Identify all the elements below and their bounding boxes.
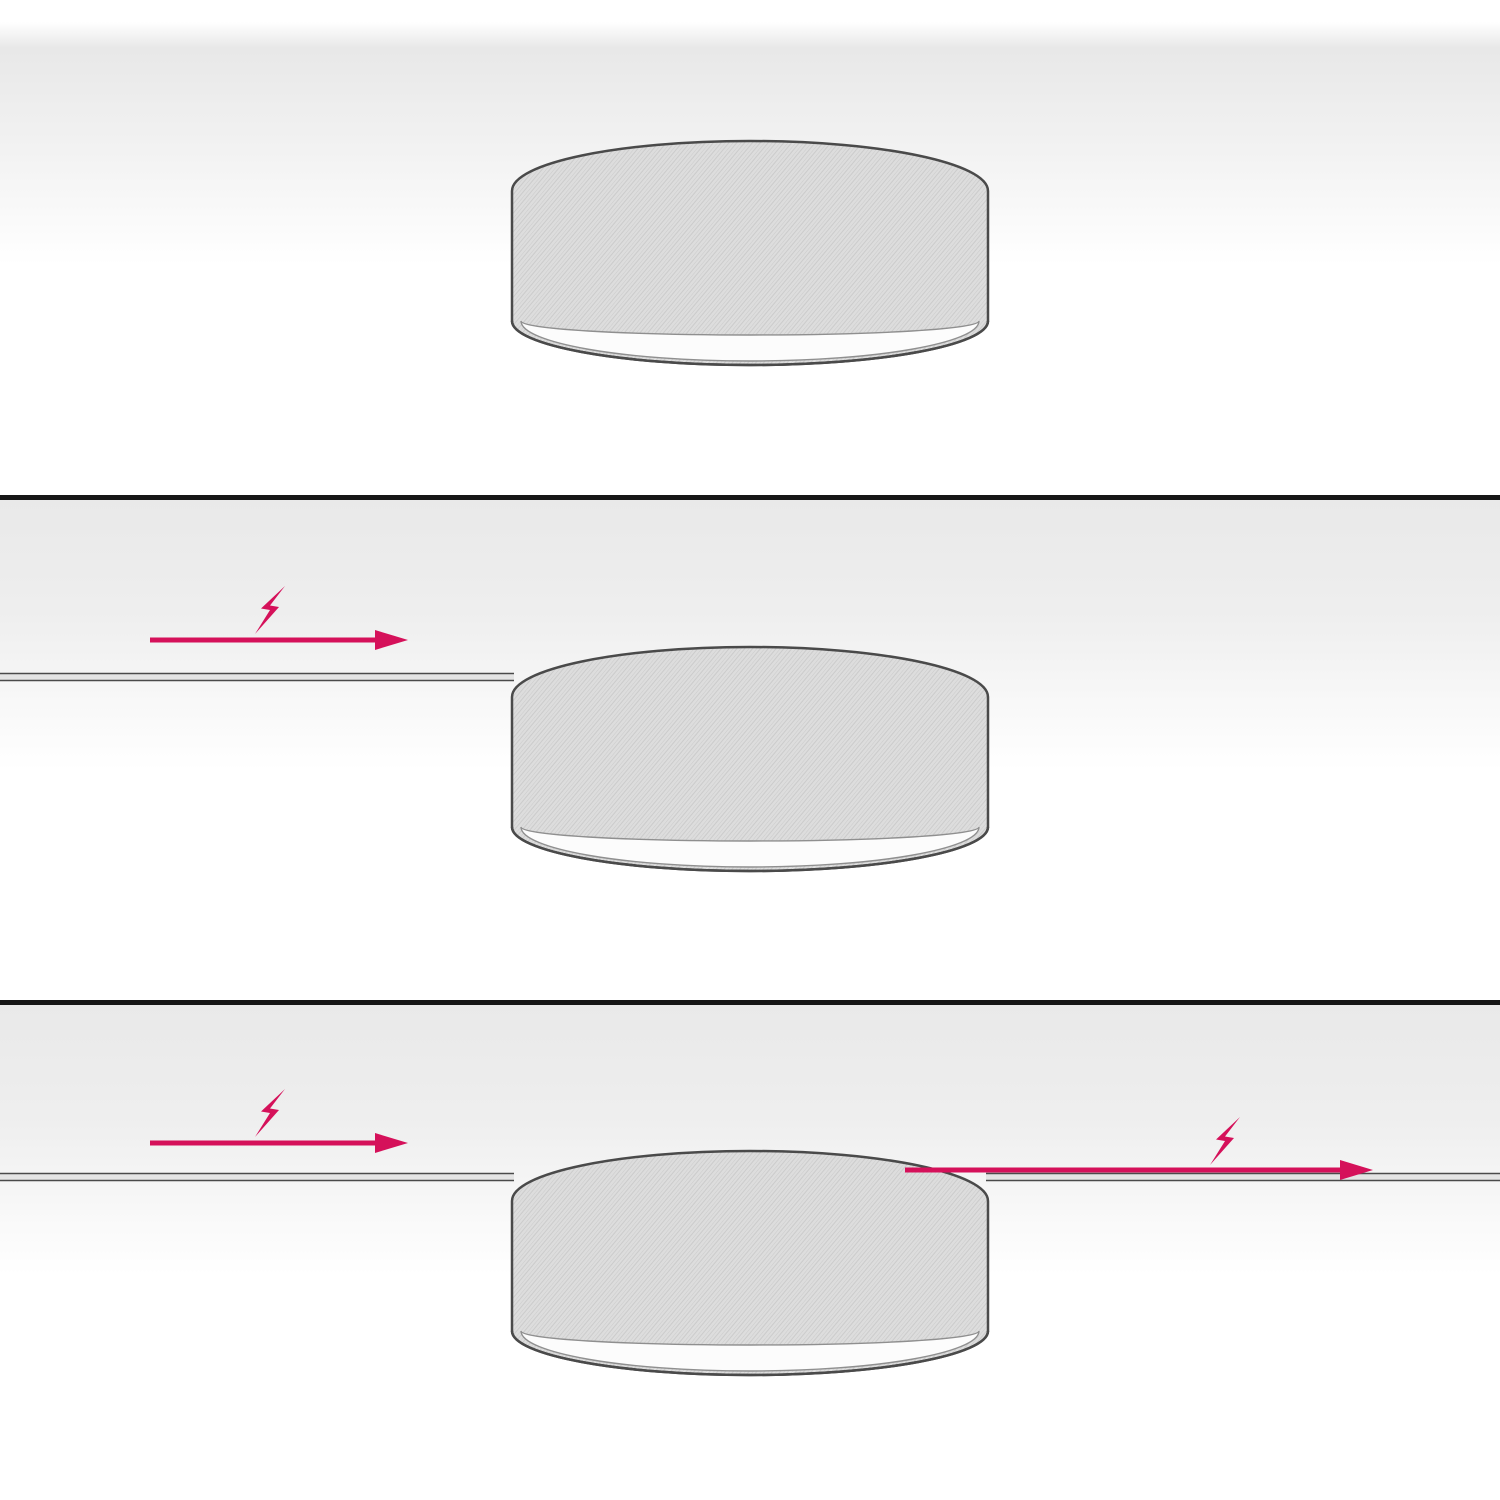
lamp-pass-through-graphic xyxy=(0,1089,1500,1377)
lamp-no-feed-graphic xyxy=(510,139,990,367)
panel-lamp-pass-through xyxy=(0,1005,1500,1500)
panel-lamp-left-feed xyxy=(0,500,1500,1000)
panel-divider xyxy=(0,495,1500,500)
power-arrow-right xyxy=(905,1160,1373,1180)
arrow-right-icon xyxy=(1340,1160,1373,1180)
lightning-bolt-icon xyxy=(255,586,285,634)
ceiling-cable-left xyxy=(0,1172,514,1182)
arrow-right-icon xyxy=(375,630,408,650)
power-arrow-left xyxy=(150,630,408,650)
drum-lampshade xyxy=(510,139,990,367)
arrow-right-icon xyxy=(375,1133,408,1153)
lamp-left-feed-graphic xyxy=(0,586,990,873)
drum-lampshade xyxy=(510,1149,990,1377)
panel-lamp-no-feed xyxy=(0,0,1500,495)
power-arrow-left xyxy=(150,1133,408,1153)
ceiling-cable-right xyxy=(986,1172,1500,1182)
lightning-bolt-icon xyxy=(1210,1117,1240,1165)
panel-divider xyxy=(0,1000,1500,1005)
drum-lampshade xyxy=(510,645,990,873)
lightning-bolt-icon xyxy=(255,1089,285,1137)
ceiling-cable-left xyxy=(0,672,514,682)
